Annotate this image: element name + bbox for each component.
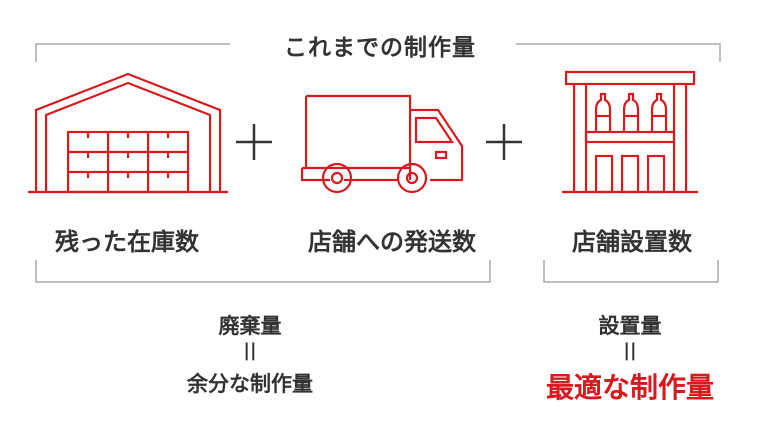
equals-sign-left: || [243,340,257,361]
label-remaining-stock: 残った在庫数 [55,228,199,256]
label-shipped-to-stores: 店舗への発送数 [308,228,476,256]
plus-icon-1 [236,124,272,160]
store-shelf-icon [562,70,698,194]
excess-production-label: 余分な制作量 [187,372,313,396]
top-bracket [35,43,721,62]
diagram-title: これまでの制作量 [284,35,476,61]
plus-icon-2 [486,124,522,160]
equals-sign-right: || [623,340,637,361]
label-store-installations: 店舗設置数 [572,228,692,256]
bottom-bracket-left [35,260,491,283]
installation-amount-label: 設置量 [598,314,662,338]
truck-icon [300,94,464,194]
warehouse-icon [28,72,228,194]
waste-amount-label: 廃棄量 [218,314,282,338]
bottom-bracket-right [543,260,719,283]
optimal-production-label: 最適な制作量 [545,371,714,404]
